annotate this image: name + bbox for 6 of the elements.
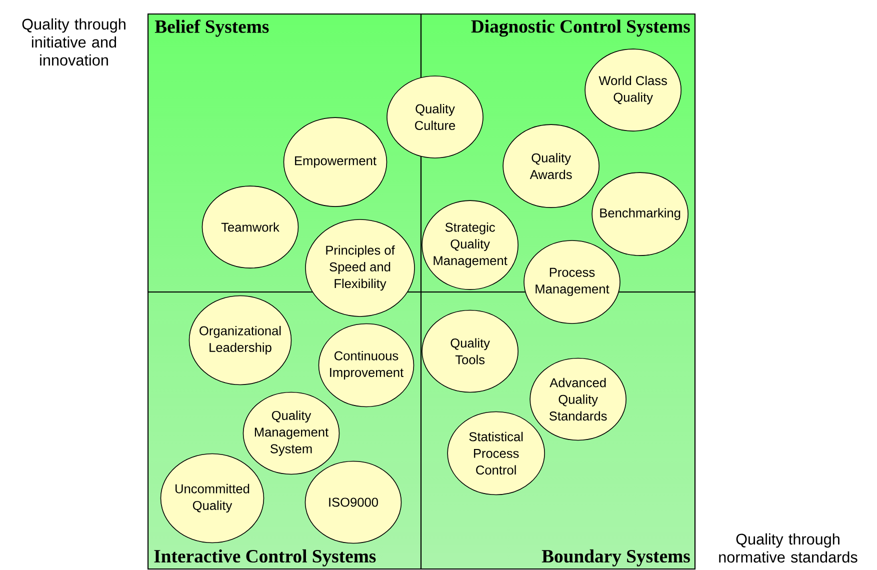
axis-label: Quality through normative standards: [719, 533, 858, 563]
axis-label: Quality through initiative and innovation: [22, 18, 126, 66]
quadrant-heading: Belief Systems: [154, 20, 269, 37]
quadrant-heading: Diagnostic Control Systems: [471, 20, 690, 37]
quadrant-heading: Interactive Control Systems: [154, 549, 376, 566]
quadrant-heading: Boundary Systems: [542, 549, 690, 566]
